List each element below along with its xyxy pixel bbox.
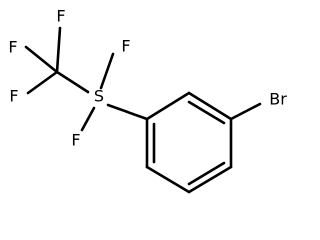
ring-double-bond-inner-2: [187, 161, 226, 186]
bond-c-f-top-left: [24, 45, 59, 74]
bond-s-f-top: [99, 52, 115, 90]
ring-bond-2: [187, 91, 233, 121]
bond-c-br: [229, 102, 262, 121]
atom-sulfur: S: [94, 87, 104, 106]
molecule-structure: F F F F S F Br: [8, 7, 287, 194]
ring-bond-1: [145, 91, 191, 121]
atom-f-left: F: [9, 87, 18, 106]
atom-f-on-s-top: F: [121, 37, 130, 56]
structure-canvas: F F F F S F Br: [8, 7, 287, 194]
bond-c-s: [55, 70, 90, 94]
bond-s-f-bottom: [80, 106, 96, 132]
ring-bond-5: [145, 165, 191, 194]
ring-bond-4: [187, 165, 233, 194]
atom-f-top: F: [56, 7, 65, 26]
ring-double-bond-inner-1: [187, 100, 226, 125]
atom-bromine: Br: [269, 90, 287, 109]
atom-f-on-s-bottom: F: [71, 131, 80, 150]
bond-c-f-left: [26, 70, 59, 95]
bond-s-ring: [106, 103, 149, 121]
bond-c-f-top: [55, 26, 62, 74]
atom-f-top-left: F: [8, 38, 17, 57]
